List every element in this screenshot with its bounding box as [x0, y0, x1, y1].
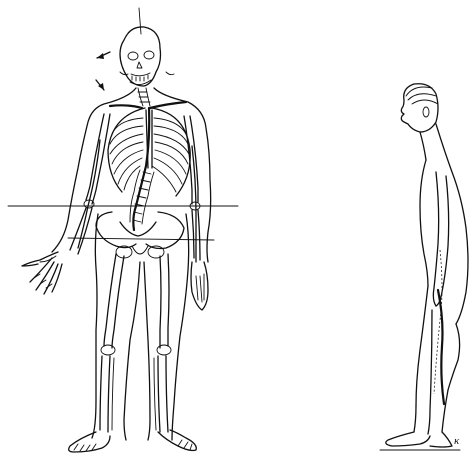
artist-mark: κ — [454, 435, 460, 447]
left-foot — [69, 432, 110, 452]
skull — [120, 27, 161, 86]
child-back-foot — [430, 432, 452, 447]
right-foot — [158, 430, 196, 451]
child-ear — [423, 107, 429, 117]
pelvis — [96, 212, 184, 258]
right-hand — [191, 262, 208, 310]
child-body-shadow-line — [438, 290, 444, 404]
left-hand — [22, 252, 62, 294]
child-head — [401, 84, 438, 132]
child-leg-middle — [428, 310, 432, 434]
vertical-reference-line — [139, 8, 141, 34]
child-front-profile — [420, 160, 428, 286]
child-thigh-front — [416, 286, 428, 406]
child-neck-front — [420, 132, 426, 160]
lower-horizontal-reference-line — [68, 238, 214, 240]
right-clavicle — [150, 102, 186, 108]
child-arm-front-edge — [433, 172, 438, 306]
skeleton-front-view — [8, 8, 238, 452]
left-clavicle — [110, 105, 142, 108]
body-outline — [52, 88, 211, 440]
cervical-spine — [138, 88, 150, 106]
child-side-view — [380, 84, 468, 450]
child-leg-front — [414, 406, 416, 432]
child-front-foot — [386, 432, 430, 446]
child-back-profile — [436, 124, 468, 324]
leg-bones — [100, 254, 171, 432]
child-buttock-profile — [448, 324, 460, 390]
